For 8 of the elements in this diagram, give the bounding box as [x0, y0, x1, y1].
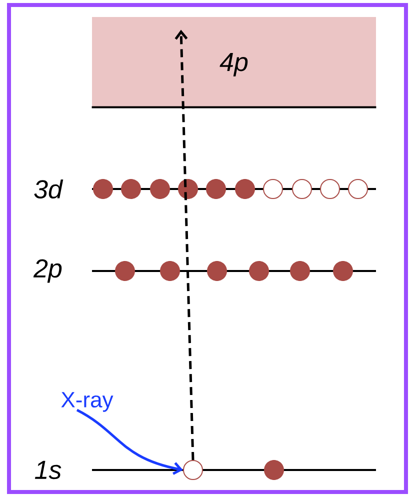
level-label: 2p: [33, 259, 62, 283]
level-label: 3d: [34, 179, 64, 199]
arrow: [174, 30, 194, 460]
level-label: 1s: [34, 460, 62, 480]
band: 4p: [92, 17, 376, 108]
arrow: [76, 408, 183, 475]
x-ray-label: X-ray: [61, 392, 114, 412]
electron-hole: [183, 460, 203, 480]
